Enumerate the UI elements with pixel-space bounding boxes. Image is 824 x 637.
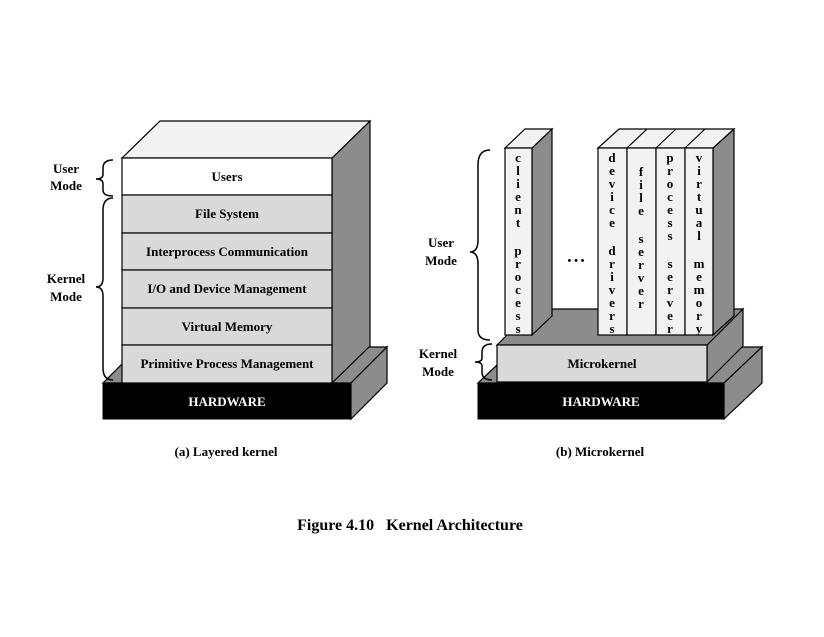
layer-primitive-process-management: Primitive Process Management — [121, 344, 333, 384]
layer-file-system: File System — [121, 194, 333, 234]
column-device-drivers — [597, 147, 628, 336]
layer-file-system-label: File System — [195, 206, 259, 221]
micro-user-mode-line2: Mode — [425, 253, 457, 268]
layer-io-device-management: I/O and Device Management — [121, 269, 333, 309]
microkernel-box — [496, 344, 708, 383]
column-process-server — [655, 147, 686, 336]
column-file-server — [626, 147, 657, 336]
layered-user-mode-line2: Mode — [50, 178, 82, 193]
layered-kernel-mode-line1: Kernel — [47, 271, 86, 286]
figure-title: Figure 4.10 Kernel Architecture — [297, 517, 523, 534]
layered-stack-top — [120, 120, 372, 159]
columns-ellipsis: • • • — [567, 255, 584, 267]
layered-user-mode-line1: User — [53, 161, 79, 176]
layer-primitive-label: Primitive Process Management — [140, 356, 314, 371]
microkernel-label: Microkernel — [567, 356, 636, 371]
micro-kernel-mode-line1: Kernel — [419, 346, 458, 361]
user-mode-brace — [95, 159, 114, 197]
micro-user-mode-line1: User — [428, 235, 454, 250]
layer-virtual-memory: Virtual Memory — [121, 307, 333, 346]
micro-kernel-mode-brace — [474, 343, 493, 381]
layered-kernel-mode-line2: Mode — [50, 289, 82, 304]
layer-users: Users — [121, 157, 333, 196]
layer-virtual-memory-label: Virtual Memory — [182, 319, 273, 334]
micro-user-mode-brace — [469, 149, 491, 341]
layered-kernel-diagram: HARDWARE Users File System Interprocess … — [47, 119, 389, 459]
layered-hardware-front — [102, 382, 352, 420]
layered-hardware-label: HARDWARE — [188, 394, 265, 409]
layer-interprocess-communication: Interprocess Communication — [121, 232, 333, 271]
layered-caption: (a) Layered kernel — [174, 444, 277, 459]
layered-stack-side — [331, 119, 371, 385]
micro-kernel-mode-line2: Mode — [422, 364, 454, 379]
layer-ipc-label: Interprocess Communication — [146, 244, 309, 259]
micro-hardware-front — [477, 382, 725, 420]
kernel-mode-brace — [95, 197, 114, 381]
micro-hardware-label: HARDWARE — [562, 394, 639, 409]
layer-users-label: Users — [211, 169, 242, 184]
column-virtual-memory — [684, 147, 714, 336]
layer-io-label: I/O and Device Management — [147, 281, 307, 296]
micro-caption: (b) Microkernel — [556, 444, 645, 459]
